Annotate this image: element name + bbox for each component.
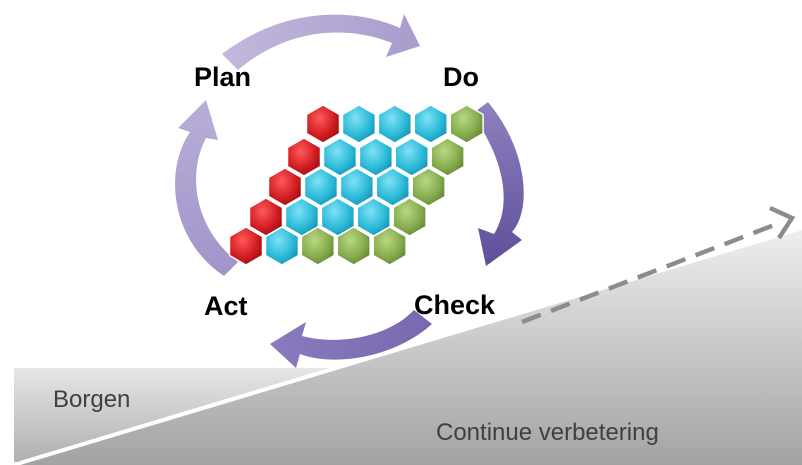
- hexagon-green: [449, 104, 484, 144]
- hexagon-cyan: [303, 167, 339, 207]
- hexagon-cyan: [375, 167, 410, 207]
- ramp-edge: [19, 226, 802, 465]
- arrow-act-to-plan: [175, 100, 238, 276]
- hexagon-green: [300, 226, 336, 266]
- improvement-label: Continue verbetering: [436, 419, 659, 446]
- phase-label-plan: Plan: [194, 62, 252, 92]
- hexagon-green: [372, 226, 407, 266]
- hold-label: Borgen: [53, 386, 131, 413]
- phase-label-do: Do: [443, 62, 479, 92]
- hexagon-red: [286, 137, 322, 177]
- arrow-check-to-act: [270, 310, 432, 368]
- phase-label-act: Act: [204, 291, 248, 321]
- hexagon-cyan: [341, 104, 377, 144]
- hexagon-cyan: [339, 167, 375, 207]
- hexagon-cyan: [377, 104, 413, 144]
- hexagon-green: [411, 167, 446, 207]
- arrow-do-to-check: [472, 102, 524, 266]
- phase-label-check: Check: [414, 290, 496, 320]
- hexagon-cyan: [264, 226, 300, 266]
- hexagon-red: [267, 167, 303, 207]
- dashed-arrow-icon: [521, 205, 796, 325]
- hexagon-cyan: [394, 137, 429, 177]
- hexagon-green: [392, 197, 427, 237]
- hexagon-green: [430, 137, 465, 177]
- hexagon-cyan: [358, 137, 394, 177]
- hexagon-cluster: [228, 104, 484, 266]
- arrow-plan-to-do: [222, 14, 420, 70]
- hexagon-cyan: [413, 104, 448, 144]
- hexagon-cyan: [322, 137, 358, 177]
- hexagon-green: [336, 226, 371, 266]
- hexagon-red: [228, 226, 264, 266]
- curved-arrow-icon: [175, 14, 524, 368]
- hexagon-red: [305, 104, 341, 144]
